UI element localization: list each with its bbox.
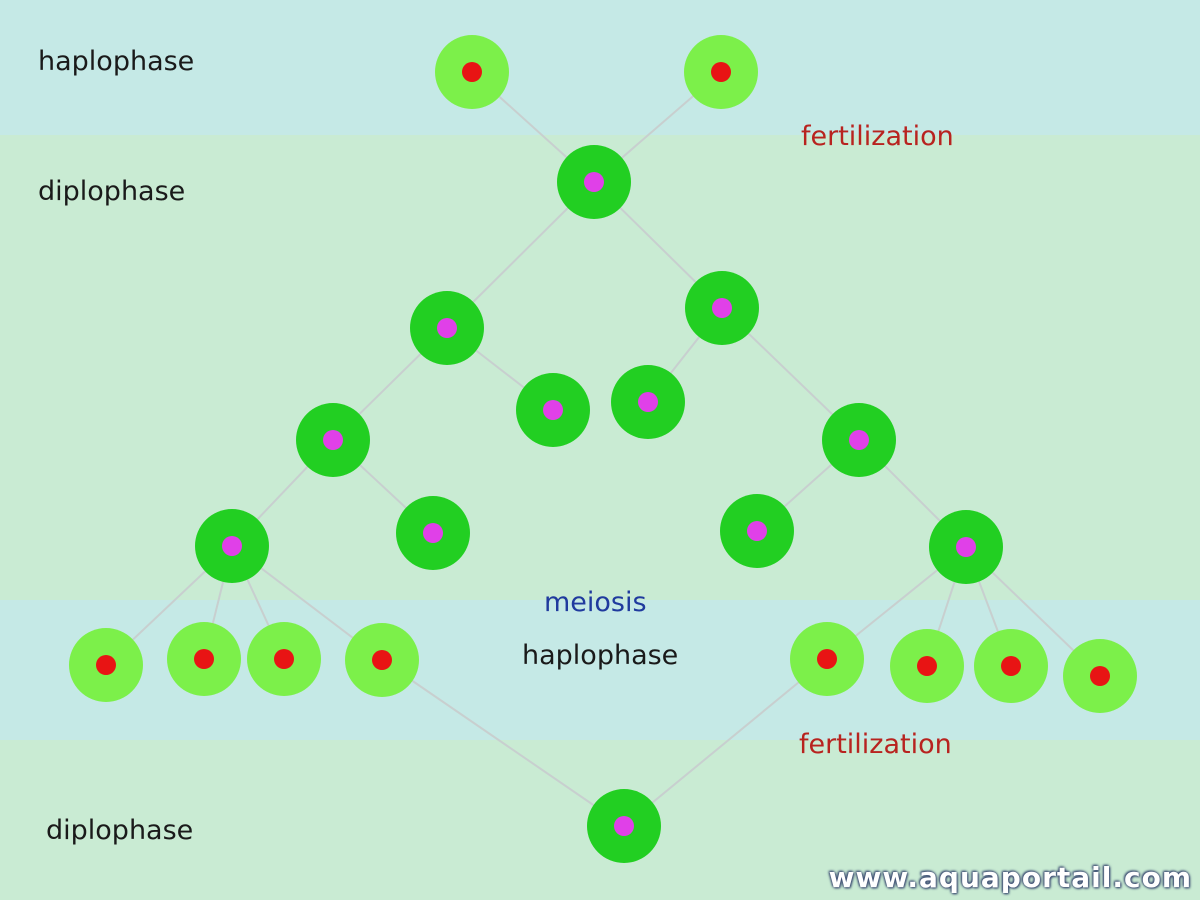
cell-nucleus <box>372 650 392 670</box>
cell-nucleus <box>638 392 658 412</box>
haploid-cell <box>247 622 321 696</box>
haploid-cell <box>684 35 758 109</box>
diploid-cell <box>611 365 685 439</box>
cell-nucleus <box>849 430 869 450</box>
haplophase-band-top <box>0 0 1200 135</box>
cell-nucleus <box>917 656 937 676</box>
diploid-cell <box>720 494 794 568</box>
cell-nucleus <box>817 649 837 669</box>
haploid-cell <box>167 622 241 696</box>
cell-nucleus <box>584 172 604 192</box>
watermark-text: www.aquaportail.com <box>828 861 1192 894</box>
cell-nucleus <box>323 430 343 450</box>
haploid-cell <box>435 35 509 109</box>
cell-nucleus <box>423 523 443 543</box>
cell-nucleus <box>956 537 976 557</box>
fertilization-label-bottom: fertilization <box>799 729 952 760</box>
connector-line <box>623 658 828 827</box>
cell-nucleus <box>96 655 116 675</box>
haploid-cell <box>69 628 143 702</box>
cell-nucleus <box>462 62 482 82</box>
diploid-cell <box>685 271 759 345</box>
fertilization-label-top: fertilization <box>801 121 954 152</box>
cell-nucleus <box>712 298 732 318</box>
cell-nucleus <box>222 536 242 556</box>
cell-nucleus <box>1090 666 1110 686</box>
diploid-cell <box>396 496 470 570</box>
diploid-cell <box>410 291 484 365</box>
diploid-cell <box>195 509 269 583</box>
cells <box>69 35 1137 863</box>
haploid-cell <box>974 629 1048 703</box>
haploid-cell <box>890 629 964 703</box>
cell-nucleus <box>437 318 457 338</box>
haploid-cell <box>1063 639 1137 713</box>
meiosis-label: meiosis <box>544 587 647 618</box>
diploid-cell <box>557 145 631 219</box>
diplophase-label-bottom: diplophase <box>46 815 194 846</box>
diploid-cell <box>587 789 661 863</box>
haploid-cell <box>790 622 864 696</box>
haplophase-label-top: haplophase <box>38 46 195 77</box>
cell-nucleus <box>711 62 731 82</box>
cell-nucleus <box>614 816 634 836</box>
cell-nucleus <box>194 649 214 669</box>
diplophase-label-top: diplophase <box>38 176 186 207</box>
cell-nucleus <box>543 400 563 420</box>
diploid-cell <box>296 403 370 477</box>
diploid-cell <box>516 373 590 447</box>
haploid-cell <box>345 623 419 697</box>
diploid-cell <box>822 403 896 477</box>
connector-line <box>381 659 625 827</box>
cell-nucleus <box>274 649 294 669</box>
cell-nucleus <box>1001 656 1021 676</box>
diploid-cell <box>929 510 1003 584</box>
cell-nucleus <box>747 521 767 541</box>
haplophase-label-middle: haplophase <box>522 640 679 671</box>
